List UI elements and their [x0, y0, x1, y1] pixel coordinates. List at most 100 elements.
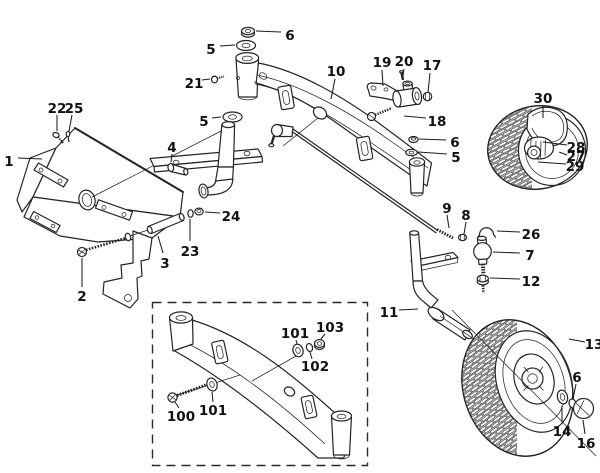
lock-washer-102 [305, 342, 314, 353]
callout-leader-10 [330, 78, 336, 100]
callout-18: 18 [428, 114, 447, 130]
callout-leader-13 [568, 338, 586, 343]
callout-30: 30 [534, 91, 553, 107]
callout-leader-18 [403, 115, 427, 119]
callout-3: 3 [160, 256, 169, 272]
clip-25 [65, 130, 71, 143]
callout-17: 17 [423, 58, 442, 74]
callout-leader-5 [219, 44, 236, 47]
callout-leader-19 [381, 69, 384, 87]
bolt-18 [366, 106, 393, 122]
callout-29: 29 [566, 159, 585, 175]
callout-28: 28 [567, 140, 586, 156]
washer-14 [556, 389, 569, 405]
carriage-bolt-2 [76, 229, 149, 258]
right-spindle [409, 230, 532, 379]
callout-6: 6 [285, 28, 294, 44]
callout-leader-20 [402, 68, 405, 77]
callout-25: 25 [65, 101, 84, 117]
callout-leader-8 [463, 221, 467, 235]
mount-bracket [16, 127, 228, 309]
callout-6: 6 [572, 370, 581, 386]
callout-26: 26 [522, 227, 541, 243]
callout-10: 10 [327, 64, 346, 80]
nut-8 [457, 233, 468, 242]
callout-24: 24 [222, 209, 241, 225]
washer-101-lower [206, 377, 218, 392]
callout-leader-102 [309, 351, 313, 360]
callout-leader-26 [496, 230, 521, 233]
callout-12: 12 [522, 274, 541, 290]
callout-13: 13 [585, 337, 600, 353]
nut-12 [476, 274, 489, 294]
callout-leader-101 [211, 391, 214, 403]
callout-leader-101 [295, 339, 298, 345]
callout-leader-16 [582, 419, 586, 435]
callout-leader-4 [170, 153, 173, 163]
callout-23: 23 [181, 244, 200, 260]
callout-leader-100 [174, 401, 180, 409]
washer-101-upper [292, 343, 304, 358]
beam-right-boss [408, 157, 426, 197]
callout-7: 7 [525, 248, 534, 264]
callout-11: 11 [380, 305, 399, 321]
callout-leader-24 [204, 211, 221, 214]
callout-1: 1 [4, 154, 13, 170]
callout-leader-5 [211, 116, 222, 119]
callout-22: 22 [48, 101, 67, 117]
callout-leader-6 [255, 30, 282, 33]
callout-leader-25 [68, 114, 73, 132]
nut-24 [194, 207, 204, 216]
callout-4: 4 [167, 140, 176, 156]
callout-leader-29 [537, 161, 567, 165]
callout-101: 101 [199, 403, 227, 419]
callout-5: 5 [199, 114, 208, 130]
screw-21 [210, 75, 225, 84]
hub-cap-16 [572, 397, 595, 420]
axle-beam [235, 51, 433, 187]
callout-leader-9 [446, 214, 450, 229]
callout-leader-6 [572, 383, 577, 400]
callout-leader-7 [492, 251, 521, 254]
spacer-3 [146, 212, 185, 235]
callout-2: 2 [77, 289, 86, 305]
callout-leader-12 [489, 277, 521, 280]
callout-5: 5 [451, 150, 460, 166]
flange-nut-6-right [408, 135, 419, 144]
callout-leader-27 [558, 151, 568, 156]
steering-arm-assembly [366, 70, 433, 122]
callout-100: 100 [167, 409, 195, 425]
screw-22 [52, 131, 64, 144]
callout-leader-28 [542, 141, 568, 146]
wheel-front [451, 309, 597, 457]
ball-joint-7 [473, 235, 492, 274]
callout-8: 8 [461, 208, 470, 224]
bolt-100 [167, 383, 207, 403]
inset-axle-beam [168, 311, 353, 460]
callout-21: 21 [185, 76, 204, 92]
callout-16: 16 [577, 436, 596, 452]
washer-5-mid [222, 111, 243, 123]
left-spindle [198, 120, 236, 199]
callout-leader-103 [320, 333, 326, 340]
washer-23 [187, 209, 194, 218]
washer-5-top [235, 39, 257, 52]
callout-leader-21 [201, 78, 211, 81]
nut-17 [422, 91, 433, 102]
callout-6: 6 [450, 135, 459, 151]
callout-27: 27 [567, 149, 586, 165]
callout-leader-5 [417, 151, 448, 155]
nut-103 [313, 338, 326, 351]
callout-20: 20 [395, 54, 414, 70]
callout-9: 9 [442, 201, 451, 217]
callout-102: 102 [301, 359, 329, 375]
callout-5: 5 [206, 42, 215, 58]
clevis-pin-4 [167, 162, 189, 176]
callout-14: 14 [553, 424, 572, 440]
tie-rod [268, 123, 454, 240]
callout-leader-17 [427, 72, 431, 93]
callout-leader-6 [418, 138, 447, 141]
callout-leader-1 [17, 157, 43, 160]
